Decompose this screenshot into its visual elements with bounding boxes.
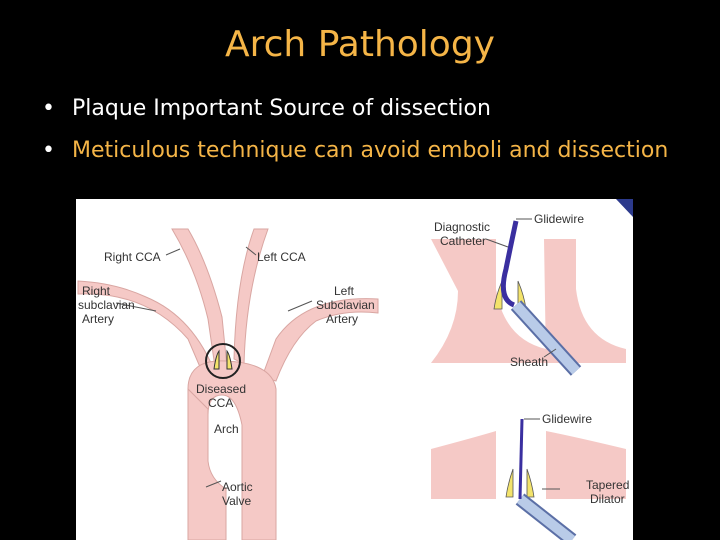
corner-accent [616, 199, 633, 217]
arch-diagram: Right CCA Left CCA Right subclavian Arte… [77, 199, 633, 540]
label-left-subclavian-2: Subclavian [316, 298, 375, 312]
label-left-subclavian-3: Artery [326, 312, 358, 326]
left-subclavian-vessel [261, 298, 379, 382]
label-diseased-2: CCA [208, 396, 233, 410]
label-aortic-2: Valve [222, 494, 251, 508]
bullet-list: • Plaque Important Source of dissection … [42, 94, 712, 178]
bullet-item: • Meticulous technique can avoid emboli … [42, 136, 712, 178]
label-left-subclavian-1: Left [334, 284, 355, 298]
label-left-cca: Left CCA [257, 250, 306, 264]
bullet-item: • Plaque Important Source of dissection [42, 94, 712, 136]
diseased-cca-ring [205, 343, 241, 379]
top-vessel-left-wall [431, 239, 546, 363]
plaque-left [213, 349, 220, 370]
top-vessel-right-wall [544, 239, 626, 363]
dilator-tube-inner [516, 495, 576, 540]
bullet-text: Meticulous technique can avoid emboli an… [72, 138, 669, 163]
bottom-vessel-right-wall [546, 431, 626, 499]
label-tapered-2: Dilator [590, 492, 625, 506]
label-right-subclavian-1: Right [82, 284, 111, 298]
label-right-cca: Right CCA [104, 250, 161, 264]
label-aortic-1: Aortic [222, 480, 253, 494]
label-glidewire-top: Glidewire [534, 212, 584, 226]
bottom-leader-lines [524, 418, 560, 490]
label-arch: Arch [214, 422, 239, 436]
bottom-vessel-panel [431, 418, 626, 540]
label-diagnostic-1: Diagnostic [434, 220, 490, 234]
bullet-icon: • [42, 138, 55, 163]
label-diseased-1: Diseased [196, 382, 246, 396]
label-tapered-1: Tapered [586, 478, 629, 492]
bullet-icon: • [42, 96, 55, 121]
ascending-aorta [187, 387, 227, 540]
label-diagnostic-2: Catheter [440, 234, 486, 248]
label-sheath: Sheath [510, 355, 548, 369]
label-right-subclavian-2: subclavian [78, 298, 135, 312]
bottom-vessel-left-wall [431, 431, 496, 499]
arch-anatomy-figure: Right CCA Left CCA Right subclavian Arte… [76, 199, 633, 540]
bullet-text: Plaque Important Source of dissection [72, 96, 491, 121]
left-leader-lines [115, 246, 313, 488]
top-vessel-panel [431, 220, 626, 376]
top-leader-lines [485, 218, 557, 358]
bottom-plaque-right [526, 468, 535, 498]
label-right-subclavian-3: Artery [82, 312, 114, 326]
label-glidewire-bottom: Glidewire [542, 412, 592, 426]
bottom-plaque-left [505, 468, 514, 498]
glidewire-bottom-line [518, 418, 524, 500]
plaque-right [226, 349, 233, 370]
sheath-tube-inner [512, 301, 580, 375]
slide-title: Arch Pathology [225, 24, 495, 65]
diagnostic-catheter [500, 220, 519, 308]
aortic-arch-vessels [77, 228, 379, 540]
